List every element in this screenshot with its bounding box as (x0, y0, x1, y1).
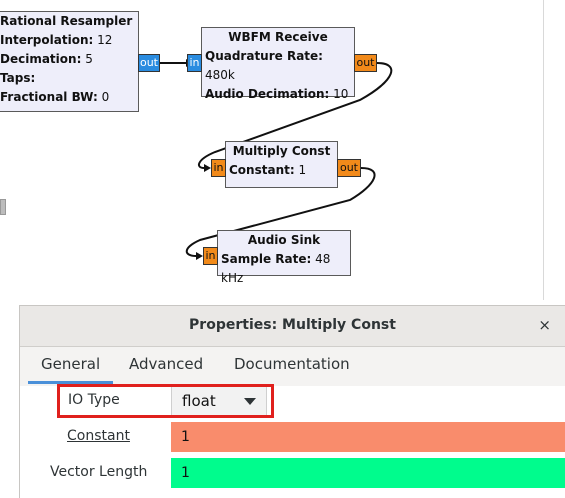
param-interpolation: Interpolation: 12 (0, 33, 113, 47)
properties-dialog: Properties: Multiply Const × General Adv… (19, 305, 565, 498)
block-title: Audio Sink (247, 233, 321, 247)
param-sample-rate: Sample Rate: 48 kHz (221, 252, 331, 285)
port-in[interactable]: in (211, 159, 226, 177)
param-constant: Constant: 1 (229, 163, 307, 177)
offscreen-block-stub[interactable] (0, 199, 6, 215)
port-out[interactable]: out (337, 159, 361, 177)
active-tab-indicator (28, 381, 113, 384)
block-multiply-const[interactable]: Multiply Const Constant: 1 (225, 141, 338, 188)
constant-row: Constant 1 (20, 422, 565, 452)
close-icon[interactable]: × (538, 316, 551, 334)
highlight-box (57, 384, 274, 418)
block-title: Multiply Const (232, 144, 331, 158)
block-audio-sink[interactable]: Audio Sink Sample Rate: 48 kHz (217, 230, 351, 285)
tab-documentation[interactable]: Documentation (234, 355, 350, 373)
port-out[interactable]: out (138, 54, 160, 72)
param-decimation: Decimation: 5 (0, 52, 93, 66)
port-in[interactable]: in (187, 54, 202, 72)
vector-length-row: Vector Length 1 (20, 458, 565, 488)
port-in[interactable]: in (203, 247, 218, 265)
block-wbfm-receive[interactable]: WBFM Receive Quadrature Rate: 480k Audio… (201, 27, 355, 101)
dialog-header: Properties: Multiply Const × (20, 306, 565, 347)
canvas-divider (543, 0, 544, 300)
properties-form: IO Type float Constant 1 Vector Length 1 (20, 384, 565, 498)
io-type-value: float (182, 392, 216, 410)
param-audio-decimation: Audio Decimation: 10 (205, 87, 349, 101)
io-type-row: IO Type float (20, 384, 565, 418)
tab-general[interactable]: General (41, 355, 101, 373)
param-fractional-bw: Fractional BW: 0 (0, 90, 110, 104)
block-rational-resampler[interactable]: Rational Resampler Interpolation: 12 Dec… (0, 11, 139, 112)
port-out[interactable]: out (354, 54, 377, 72)
constant-label: Constant (67, 428, 130, 444)
chevron-down-icon (244, 398, 256, 405)
param-taps: Taps: (0, 71, 36, 85)
vector-length-label: Vector Length (50, 464, 148, 480)
dialog-title: Properties: Multiply Const (189, 317, 396, 333)
block-title: Rational Resampler (0, 14, 133, 28)
constant-field[interactable]: 1 (171, 422, 565, 452)
connection-wires (160, 59, 393, 260)
vector-length-field[interactable]: 1 (171, 458, 565, 488)
param-quadrature-rate: Quadrature Rate: 480k (205, 49, 323, 82)
block-title: WBFM Receive (228, 30, 328, 44)
dialog-tabs: General Advanced Documentation (20, 346, 565, 386)
io-type-label: IO Type (68, 392, 120, 408)
io-type-select[interactable]: float (171, 386, 267, 416)
tab-advanced[interactable]: Advanced (129, 355, 204, 373)
